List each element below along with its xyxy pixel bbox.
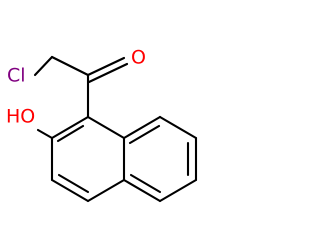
bond-c5-c4a [122,178,162,203]
bond-c2-oh [36,128,54,140]
bond-c3-c4-inner [57,173,90,194]
bond-carbonyl-o-1 [86,56,126,77]
bond-c8a-c8-inner [128,124,161,145]
bond-c4-c4a [86,178,126,203]
atom-label-chlorine: Cl [7,65,26,87]
atom-label-oxygen: O [131,47,146,69]
molecule-structure: O Cl HO [6,47,198,203]
bond-c1-c2-inner [56,124,85,143]
bond-c6-c5 [158,178,198,203]
bond-carbonyl-o-2 [87,62,129,84]
bond-c1-c2 [50,115,90,140]
bond-c8a-c1 [86,115,126,140]
bond-cl-ch2 [33,55,54,77]
bond-ch2-carbonyl [50,55,90,77]
structure-canvas: O Cl HO [6,46,198,203]
bond-c8a-c8 [122,115,162,140]
bond-c8-c7 [158,115,198,140]
bond-c5-c4a-inner [129,173,162,194]
bond-c3-c4 [50,178,90,203]
atom-label-hydroxyl: HO [6,106,35,128]
